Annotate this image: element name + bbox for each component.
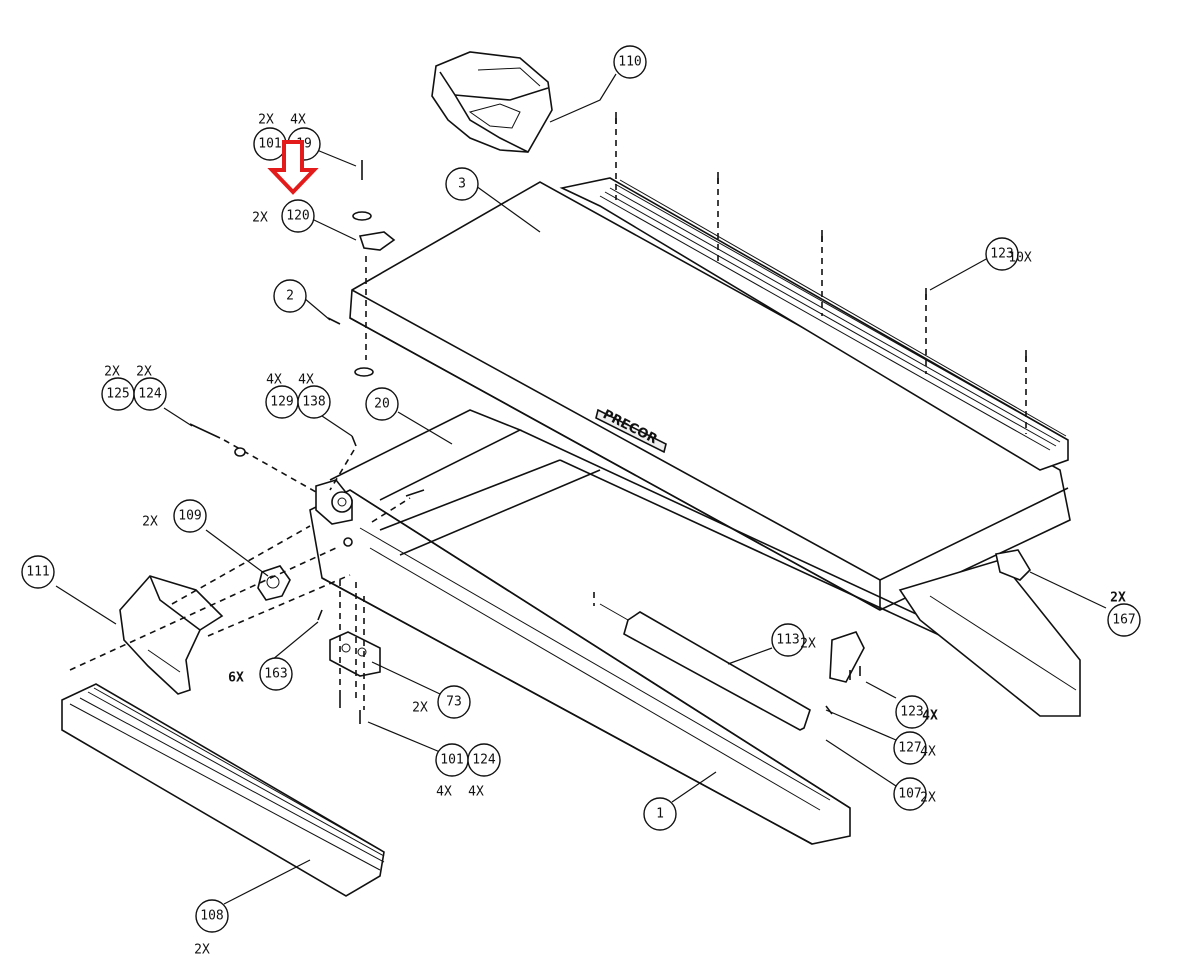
callout-129: 4X 129: [265, 373, 299, 419]
part-108-side-trim: [61, 683, 385, 897]
part-3-deck: [349, 181, 1071, 611]
callout-113: 113 2X: [771, 623, 816, 657]
part-73-foot: [329, 631, 381, 677]
svg-text:163: 163: [264, 667, 287, 682]
screws-and-paths: [69, 112, 1027, 724]
callout-124-left: 2X 124: [133, 365, 167, 411]
callout-73: 2X 73: [412, 685, 471, 719]
callout-111: 111: [21, 555, 55, 589]
svg-text:124: 124: [472, 753, 496, 768]
qty-124-bottom: 4X: [468, 785, 484, 800]
callout-101-top: 2X 101: [253, 113, 287, 161]
svg-text:110: 110: [618, 55, 641, 70]
qty-108: 2X: [194, 943, 210, 958]
qty-163: 6X: [228, 671, 244, 686]
callout-109: 2X 109: [142, 499, 207, 533]
qty-19: 4X: [290, 113, 306, 128]
svg-text:129: 129: [270, 395, 293, 410]
qty-120: 2X: [252, 211, 268, 226]
qty-123-deck: 10X: [1008, 251, 1032, 266]
callout-127: 127 4X: [893, 731, 936, 765]
svg-text:107: 107: [898, 787, 921, 802]
leader-lines: [55, 73, 1107, 905]
part-20-roller-frame: [329, 409, 1081, 717]
callout-107: 107 2X: [893, 777, 936, 811]
svg-text:101: 101: [440, 753, 463, 768]
part-167-clip: [995, 549, 1032, 581]
svg-text:109: 109: [178, 509, 201, 524]
qty-73: 2X: [412, 701, 428, 716]
qty-167: 2X: [1110, 591, 1126, 606]
deck-clip: [829, 631, 865, 683]
callout-124-bottom: 124 4X: [467, 743, 501, 800]
svg-text:120: 120: [286, 209, 309, 224]
highlight-down-arrow: [267, 140, 319, 195]
qty-124-left: 2X: [136, 365, 152, 380]
callout-138: 4X 138: [297, 373, 331, 419]
callout-3: 3: [445, 167, 479, 201]
svg-text:1: 1: [656, 807, 664, 822]
callout-101-bottom: 101 4X: [435, 743, 469, 800]
callout-167: 2X 167: [1107, 591, 1141, 637]
qty-127: 4X: [920, 745, 936, 760]
svg-text:123: 123: [900, 705, 923, 720]
callout-108: 108 2X: [194, 899, 229, 958]
svg-text:20: 20: [374, 397, 390, 412]
svg-text:101: 101: [258, 137, 281, 152]
part-1-frame-rail: [309, 489, 851, 845]
part-111-end-cap: [119, 575, 224, 695]
svg-text:125: 125: [106, 387, 129, 402]
right-step-rail: [559, 177, 1069, 471]
qty-125: 2X: [104, 365, 120, 380]
svg-text:3: 3: [458, 177, 466, 192]
svg-text:108: 108: [200, 909, 223, 924]
svg-text:138: 138: [302, 395, 325, 410]
callout-120: 2X 120: [252, 199, 315, 233]
qty-113: 2X: [800, 637, 816, 652]
svg-text:167: 167: [1112, 613, 1135, 628]
callout-163: 6X 163: [228, 657, 293, 691]
callout-1: 1: [643, 797, 677, 831]
callout-20: 20: [365, 387, 399, 421]
callout-110: 110: [613, 45, 647, 79]
qty-129: 4X: [266, 373, 282, 388]
roller-bracket: [315, 479, 353, 547]
qty-109: 2X: [142, 515, 158, 530]
part-113-tube: [599, 603, 811, 731]
svg-text:73: 73: [446, 695, 462, 710]
qty-123-side: 4X: [922, 709, 938, 724]
qty-101-bottom: 4X: [436, 785, 452, 800]
svg-text:113: 113: [776, 633, 799, 648]
qty-107: 2X: [920, 791, 936, 806]
svg-text:124: 124: [138, 387, 162, 402]
svg-text:123: 123: [990, 247, 1013, 262]
svg-text:2: 2: [286, 289, 294, 304]
svg-text:111: 111: [26, 565, 49, 580]
svg-text:127: 127: [898, 741, 921, 756]
callout-2: 2: [273, 279, 307, 313]
callout-125: 2X 125: [101, 365, 135, 411]
callout-123-deck: 123 10X: [985, 237, 1032, 271]
qty-138: 4X: [298, 373, 314, 388]
qty-101-top: 2X: [258, 113, 274, 128]
part-110-hood-cover: [431, 51, 553, 153]
callout-123-side: 123 4X: [895, 695, 938, 729]
